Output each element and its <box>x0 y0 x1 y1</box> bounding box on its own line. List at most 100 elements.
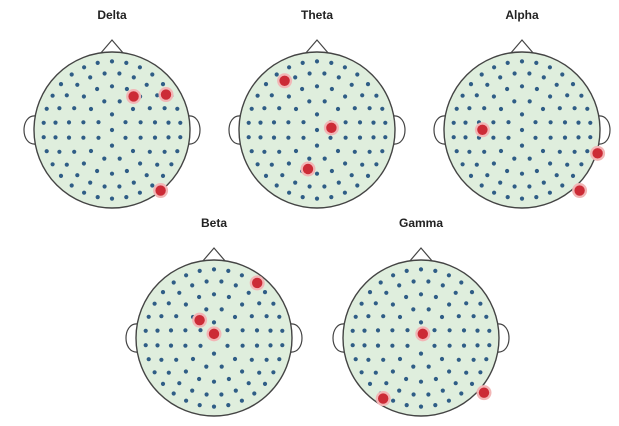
electrode <box>138 191 142 195</box>
electrode <box>45 149 49 153</box>
electrode <box>432 328 436 332</box>
electrode <box>272 120 276 124</box>
electrode <box>300 87 304 91</box>
electrode <box>563 136 567 140</box>
electrode <box>565 163 569 167</box>
electrode <box>555 83 559 87</box>
electrode <box>492 65 496 69</box>
electrode <box>452 135 456 139</box>
electrode <box>103 71 107 75</box>
electrode <box>225 344 229 348</box>
electrode <box>398 357 402 361</box>
electrode <box>457 314 461 318</box>
electrode <box>301 61 305 65</box>
electrode <box>315 84 319 88</box>
electrode <box>383 121 387 125</box>
active-electrode <box>194 315 204 325</box>
electrode <box>533 120 537 124</box>
electrode <box>360 370 364 374</box>
electrode <box>59 82 63 86</box>
electrode <box>155 329 159 333</box>
electrode <box>484 357 488 361</box>
electrode <box>308 184 312 188</box>
electrode <box>419 352 423 356</box>
head-map-delta: Delta <box>22 8 202 218</box>
scalp-diagram-theta <box>227 22 407 218</box>
electrode <box>315 172 319 176</box>
electrode <box>366 358 370 362</box>
electrode <box>280 343 284 347</box>
electrode <box>482 106 486 110</box>
electrode <box>459 280 463 284</box>
electrode <box>169 344 173 348</box>
electrode <box>197 377 201 381</box>
electrode <box>371 121 375 125</box>
electrode <box>294 149 298 153</box>
electrode <box>252 391 256 395</box>
electrode <box>548 65 552 69</box>
electrode <box>381 358 385 362</box>
band-title-gamma: Gamma <box>331 216 511 230</box>
electrode <box>376 328 380 332</box>
electrode <box>82 94 86 98</box>
electrode <box>117 71 121 75</box>
electrode <box>520 172 524 176</box>
electrode <box>354 357 358 361</box>
electrode <box>247 381 251 385</box>
active-electrode <box>477 125 487 135</box>
electrode <box>337 181 341 185</box>
electrode <box>264 174 268 178</box>
electrode <box>132 181 136 185</box>
electrode <box>175 107 179 111</box>
electrode <box>506 136 510 140</box>
electrode <box>301 195 305 199</box>
electrode <box>148 150 152 154</box>
electrode <box>485 83 489 87</box>
electrode <box>178 121 182 125</box>
electrode <box>404 295 408 299</box>
electrode <box>491 136 495 140</box>
electrode <box>184 273 188 277</box>
electrode <box>366 174 370 178</box>
electrode <box>330 169 334 173</box>
electrode <box>499 149 503 153</box>
electrode <box>287 94 291 98</box>
electrode <box>138 161 142 165</box>
electrode <box>588 121 592 125</box>
electrode <box>277 357 281 361</box>
head-map-alpha: Alpha <box>432 8 612 218</box>
electrode <box>89 107 93 111</box>
electrode <box>506 61 510 65</box>
electrode <box>512 157 516 161</box>
electrode <box>380 149 384 153</box>
electrode <box>82 161 86 165</box>
electrode <box>212 405 216 409</box>
electrode <box>51 162 55 166</box>
electrode <box>198 344 202 348</box>
electrode <box>139 120 143 124</box>
electrode <box>560 183 564 187</box>
electrode <box>159 314 163 318</box>
electrode <box>353 106 357 110</box>
electrode <box>277 150 281 154</box>
electrode <box>96 136 100 140</box>
active-electrode <box>279 76 289 86</box>
electrode <box>534 195 538 199</box>
electrode <box>110 128 114 132</box>
electrode <box>475 93 479 97</box>
electrode <box>110 172 114 176</box>
electrode <box>478 370 482 374</box>
electrode <box>366 314 370 318</box>
electrode <box>549 120 553 124</box>
electrode <box>391 302 395 306</box>
electrode <box>262 106 266 110</box>
electrode <box>65 163 69 167</box>
electrode <box>535 87 539 91</box>
electrode <box>166 121 170 125</box>
electrode <box>351 343 355 347</box>
electrode <box>315 197 319 201</box>
electrode <box>506 120 510 124</box>
scalp-diagram-alpha <box>432 22 612 218</box>
electrode <box>159 358 163 362</box>
electrode <box>220 365 224 369</box>
